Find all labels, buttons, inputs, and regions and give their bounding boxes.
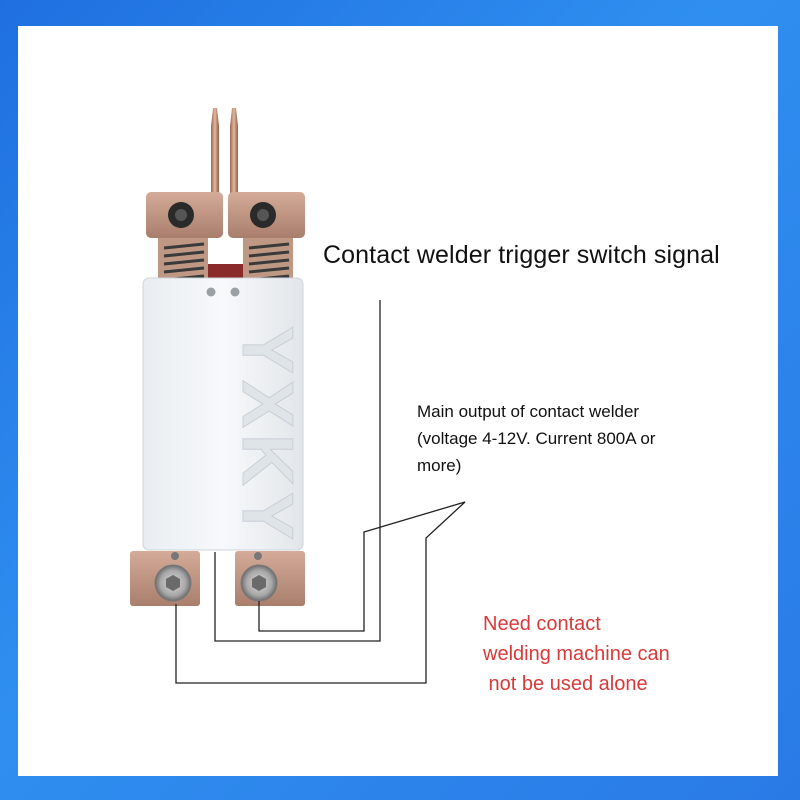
- main-output-label: Main output of contact welder (voltage 4…: [417, 398, 717, 479]
- product-panel: YXKY Contact welder trigger switch signa…: [18, 26, 778, 776]
- top-clamp-left: [146, 192, 223, 238]
- main-output-line: more): [417, 456, 462, 475]
- trigger-signal-line: [214, 300, 381, 642]
- main-output-line: Main output of contact welder: [417, 402, 640, 421]
- brand-text: YXKY: [227, 326, 307, 546]
- usage-note: Need contact welding machine can not be …: [483, 609, 723, 699]
- usage-note-line: welding machine can: [483, 643, 670, 665]
- usage-note-line: Need contact: [483, 613, 601, 635]
- main-output-line: (voltage 4-12V. Current 800A or: [417, 429, 656, 448]
- trigger-signal-label: Contact welder trigger switch signal: [323, 241, 720, 269]
- usage-note-line: not be used alone: [483, 673, 648, 695]
- output-pointer-line: [175, 501, 466, 684]
- bottom-terminal-left: [130, 551, 200, 606]
- aluminum-body: YXKY: [142, 277, 308, 551]
- electrode-rod-right: [230, 108, 238, 196]
- bottom-terminal-right: [235, 551, 305, 606]
- electrode-rod-left: [211, 108, 219, 196]
- spot-welder-pen-illustration: YXKY: [130, 108, 466, 684]
- top-clamp-right: [228, 192, 305, 238]
